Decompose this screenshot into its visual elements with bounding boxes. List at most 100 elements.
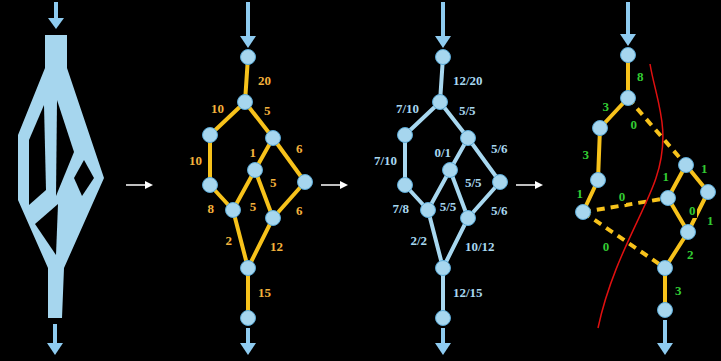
capacity-label: 5/5: [439, 199, 458, 214]
capacity-label: 6: [295, 141, 304, 156]
capacity-label: 5/6: [490, 141, 509, 156]
graph-vertex: [443, 163, 458, 178]
capacity-label: 6: [295, 203, 304, 218]
pipe-hole: [35, 204, 58, 255]
flow-arrow: [53, 324, 57, 345]
arrow-head: [435, 36, 451, 48]
graph-vertex: [658, 261, 673, 276]
arrow-head: [240, 36, 256, 48]
arrow-head: [657, 343, 673, 355]
graph-vertex: [436, 311, 451, 326]
capacity-label: 0/1: [433, 145, 452, 160]
graph-vertex: [576, 205, 591, 220]
cut-line: [598, 64, 663, 328]
capacity-label: 10: [210, 101, 225, 116]
arrow-head: [620, 34, 636, 46]
edge-group: [405, 57, 500, 318]
graph-vertex: [621, 91, 636, 106]
residual-label: 0: [602, 239, 611, 254]
saturated-edge: [583, 212, 665, 268]
graph-vertex: [701, 185, 716, 200]
graph-vertex: [398, 178, 413, 193]
flow-arrow: [246, 328, 250, 345]
capacity-label: 10: [188, 153, 203, 168]
graph-edge: [233, 210, 248, 268]
pipe-hole: [74, 160, 94, 196]
graph-vertex: [421, 203, 436, 218]
arrow-head: [47, 343, 63, 355]
pipe-hole: [29, 105, 46, 205]
graph-edge: [428, 210, 443, 268]
graph-vertex: [436, 50, 451, 65]
graph-vertex: [493, 175, 508, 190]
arrow-head: [145, 181, 153, 189]
capacity-label: 20: [257, 73, 272, 88]
graph-vertex: [461, 211, 476, 226]
flow-arrow: [246, 2, 250, 38]
flow-arrow: [54, 2, 58, 20]
graph-vertex: [436, 261, 451, 276]
graph-vertex: [433, 95, 448, 110]
flow-arrow: [441, 2, 445, 38]
residual-label: 3: [582, 147, 591, 162]
pipe-network: [18, 35, 104, 318]
graph-vertex: [298, 175, 313, 190]
capacity-label: 5: [263, 103, 272, 118]
residual-label: 1: [700, 161, 709, 176]
capacity-label: 7/10: [373, 153, 398, 168]
graph-vertex: [238, 95, 253, 110]
graph-vertex: [461, 131, 476, 146]
capacity-label: 5/5: [464, 175, 483, 190]
pipe-hole: [56, 100, 74, 196]
edge-group: [583, 55, 708, 310]
capacity-label: 12: [269, 239, 284, 254]
graph-vertex: [593, 121, 608, 136]
graph-vertex: [681, 225, 696, 240]
vertex-group: [398, 50, 508, 326]
edge-group: [210, 57, 305, 318]
capacity-label: 8: [207, 201, 216, 216]
capacity-label: 2/2: [409, 233, 428, 248]
graph-vertex: [248, 163, 263, 178]
capacity-label: 5: [249, 199, 258, 214]
capacity-label: 5/6: [490, 203, 509, 218]
graph-vertex: [661, 191, 676, 206]
residual-label: 1: [662, 169, 671, 184]
arrow-head: [48, 18, 64, 29]
capacity-label: 12/15: [452, 285, 484, 300]
capacity-label: 10/12: [464, 239, 496, 254]
residual-label: 1: [706, 213, 715, 228]
graph-vertex: [591, 173, 606, 188]
capacity-label: 15: [257, 285, 272, 300]
arrow-head: [240, 343, 256, 355]
graph-vertex: [621, 48, 636, 63]
graph-vertex: [398, 128, 413, 143]
graph-vertex: [266, 211, 281, 226]
graph-vertex: [203, 128, 218, 143]
residual-label: 0: [630, 117, 639, 132]
saturated-edge: [628, 98, 686, 165]
flow-arrow: [441, 328, 445, 345]
graph-vertex: [203, 178, 218, 193]
graph-vertex: [241, 50, 256, 65]
arrow-head: [535, 181, 543, 189]
residual-label: 0: [688, 203, 697, 218]
graph-edge: [273, 138, 305, 182]
residual-label: 2: [686, 247, 695, 262]
capacity-label: 7/8: [391, 201, 410, 216]
graph-vertex: [266, 131, 281, 146]
graph-vertex: [679, 158, 694, 173]
residual-label: 3: [674, 283, 683, 298]
graph-vertex: [241, 261, 256, 276]
capacity-label: 7/10: [395, 101, 420, 116]
graph-vertex: [658, 303, 673, 318]
vertex-group: [576, 48, 716, 318]
graph-vertex: [241, 311, 256, 326]
residual-label: 3: [602, 99, 611, 114]
flow-arrow: [663, 320, 667, 345]
capacity-label: 2: [225, 233, 234, 248]
vertex-group: [203, 50, 313, 326]
capacity-label: 5/5: [458, 103, 477, 118]
